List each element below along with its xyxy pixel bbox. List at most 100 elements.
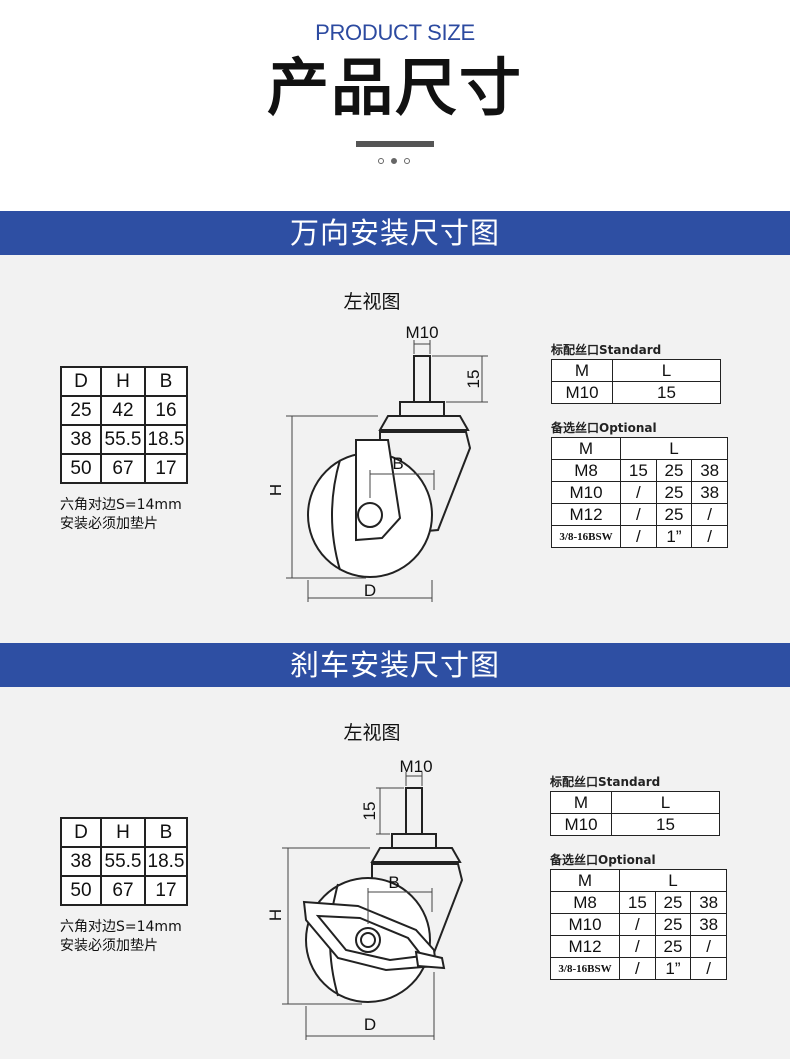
- table-cell: /: [690, 935, 727, 958]
- dimension-table: D H B 25 42 16 38 55.5 18.5 50 67 17: [60, 366, 188, 484]
- table-cell: 16: [144, 395, 188, 426]
- dim-label-d: D: [364, 1015, 376, 1034]
- note-line: 安装必须加垫片: [60, 938, 158, 954]
- table-cell: /: [691, 525, 728, 548]
- table-header-cell: B: [144, 366, 188, 397]
- section-banner-swivel: 万向安装尺寸图: [0, 211, 790, 255]
- optional-thread-table: M L M8 15 25 38 M10 / 25 38 M12 / 25 / 3…: [551, 437, 728, 548]
- table-cell: /: [620, 503, 657, 526]
- table-header-cell: L: [620, 437, 728, 460]
- dim-label-h: H: [266, 909, 285, 921]
- dimension-table: D H B 38 55.5 18.5 50 67 17: [60, 817, 188, 906]
- table-cell: 18.5: [144, 846, 188, 877]
- optional-caption: 备选丝口Optional: [550, 853, 656, 867]
- standard-caption: 标配丝口Standard: [550, 775, 661, 789]
- table-cell: 50: [60, 875, 102, 906]
- header-area: PRODUCT SIZE 产品尺寸: [0, 0, 790, 211]
- table-cell: 15: [620, 459, 657, 482]
- section-banner-brake: 刹车安装尺寸图: [0, 643, 790, 687]
- dot-icon: [404, 158, 410, 164]
- table-cell: 1”: [654, 957, 692, 980]
- table-cell: /: [620, 481, 657, 504]
- view-label: 左视图: [343, 291, 401, 313]
- table-cell: /: [690, 957, 727, 980]
- table-header-cell: M: [550, 869, 620, 892]
- table-cell: 17: [144, 453, 188, 484]
- optional-thread-table: M L M8 15 25 38 M10 / 25 38 M12 / 25 / 3…: [550, 869, 727, 980]
- table-cell: M12: [550, 935, 620, 958]
- note-line: 六角对边S=14mm: [60, 919, 182, 935]
- dim-label-b: B: [392, 454, 403, 473]
- table-header-cell: M: [551, 437, 621, 460]
- table-cell: 25: [655, 481, 693, 504]
- dim-label-m: M10: [405, 323, 438, 342]
- note-line: 安装必须加垫片: [60, 516, 158, 532]
- eyebrow-text: PRODUCT SIZE: [315, 20, 475, 45]
- table-cell: 50: [60, 453, 102, 484]
- table-header-cell: H: [100, 366, 146, 397]
- table-header-cell: B: [144, 817, 188, 848]
- table-header-cell: M: [551, 359, 613, 382]
- table-cell: 25: [60, 395, 102, 426]
- table-cell: /: [691, 503, 728, 526]
- table-cell: 25: [655, 459, 693, 482]
- table-cell: 67: [100, 453, 146, 484]
- table-header-cell: M: [550, 791, 612, 814]
- table-cell: M10: [551, 481, 621, 504]
- table-cell: M12: [551, 503, 621, 526]
- table-cell: 15: [611, 813, 720, 836]
- table-cell: /: [619, 957, 656, 980]
- table-cell: 42: [100, 395, 146, 426]
- table-cell: 25: [654, 891, 692, 914]
- table-header-cell: L: [612, 359, 721, 382]
- table-header-cell: H: [100, 817, 146, 848]
- table-cell: 38: [691, 459, 728, 482]
- dim-label-h: H: [270, 484, 285, 496]
- table-cell: 25: [654, 913, 692, 936]
- table-cell: 67: [100, 875, 146, 906]
- optional-caption: 备选丝口Optional: [551, 421, 657, 435]
- swivel-caster-drawing: M10 15 B H D: [270, 323, 488, 602]
- table-header-cell: D: [60, 817, 102, 848]
- table-cell: 25: [655, 503, 693, 526]
- note-line: 六角对边S=14mm: [60, 497, 182, 513]
- brake-caster-drawing: M10 15 B H D: [266, 757, 464, 1040]
- dim-label-m: M10: [399, 757, 432, 776]
- table-cell: 55.5: [100, 846, 146, 877]
- table-header-cell: D: [60, 366, 102, 397]
- title-underline: [356, 141, 434, 147]
- table-cell: 3/8-16BSW: [551, 525, 621, 548]
- table-cell: 17: [144, 875, 188, 906]
- dot-icon: [378, 158, 384, 164]
- dim-label-d: D: [364, 581, 376, 600]
- install-note: 六角对边S=14mm 安装必须加垫片: [60, 496, 182, 534]
- table-cell: M8: [551, 459, 621, 482]
- table-cell: 38: [690, 913, 727, 936]
- table-cell: 18.5: [144, 424, 188, 455]
- page-title: 产品尺寸: [266, 51, 523, 124]
- dot-indicator: [378, 158, 412, 166]
- table-cell: 1”: [655, 525, 693, 548]
- table-cell: 15: [619, 891, 656, 914]
- table-cell: 38: [690, 891, 727, 914]
- table-cell: /: [620, 525, 657, 548]
- table-cell: M10: [551, 381, 613, 404]
- table-cell: 3/8-16BSW: [550, 957, 620, 980]
- table-cell: 55.5: [100, 424, 146, 455]
- stem-shape: [413, 355, 431, 403]
- table-cell: 38: [60, 424, 102, 455]
- table-cell: 38: [60, 846, 102, 877]
- install-note: 六角对边S=14mm 安装必须加垫片: [60, 918, 182, 956]
- table-cell: 38: [691, 481, 728, 504]
- table-cell: /: [619, 935, 656, 958]
- dim-label-l: 15: [464, 370, 483, 389]
- standard-thread-table: M L M10 15: [551, 359, 721, 404]
- table-cell: M8: [550, 891, 620, 914]
- table-cell: 25: [654, 935, 692, 958]
- table-cell: M10: [550, 913, 620, 936]
- table-cell: 15: [612, 381, 721, 404]
- view-label: 左视图: [343, 722, 401, 744]
- table-cell: /: [619, 913, 656, 936]
- table-header-cell: L: [619, 869, 727, 892]
- dim-label-b: B: [388, 873, 399, 892]
